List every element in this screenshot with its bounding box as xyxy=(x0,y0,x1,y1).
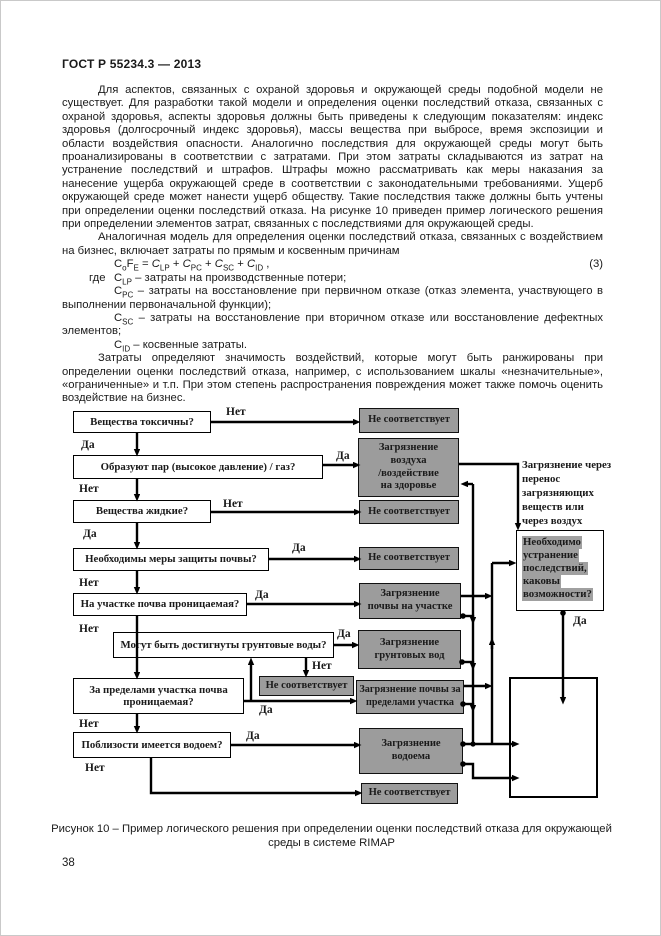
label-yes: Да xyxy=(573,615,587,627)
page-number: 38 xyxy=(62,857,75,869)
decision-remediation-box: Необходимо устранение последствий, каков… xyxy=(516,530,604,611)
label-no: Нет xyxy=(79,483,99,495)
label-yes: Да xyxy=(255,589,269,601)
formula-3: CoFE = CLP + CPC + CSC + CID , (3) xyxy=(114,258,603,273)
result-soil-pollution-offsite: Загрязнение почвы за пределами участка xyxy=(356,680,464,714)
label-no: Нет xyxy=(79,623,99,635)
label-yes: Да xyxy=(336,450,350,462)
body-text: Для аспектов, связанных с охраной здоров… xyxy=(62,84,603,406)
label-yes: Да xyxy=(259,704,273,716)
question-vapor-gas: Образуют пар (высокое давление) / газ? xyxy=(73,455,323,479)
label-no: Нет xyxy=(312,660,332,672)
question-water-body-nearby: Поблизости имеется водоем? xyxy=(73,732,231,758)
result-air-pollution: Загрязнение воздуха /воздействие на здор… xyxy=(358,438,459,497)
label-no: Нет xyxy=(79,577,99,589)
result-not-applicable-2: Не соответствует xyxy=(359,500,459,524)
result-not-applicable-bottom: Не соответствует xyxy=(361,783,458,804)
label-yes: Да xyxy=(292,542,306,554)
definition-csc: CSC – затраты на восстановление при втор… xyxy=(62,311,603,338)
formula-number: (3) xyxy=(589,258,603,271)
result-not-applicable-middle: Не соответствует xyxy=(259,676,354,696)
definition-cid: CID – косвенные затраты. xyxy=(114,338,248,353)
document-header: ГОСТ Р 55234.3 — 2013 xyxy=(62,57,202,71)
label-yes: Да xyxy=(81,439,95,451)
paragraph-2: Аналогичная модель для определения оценк… xyxy=(62,231,603,257)
label-no: Нет xyxy=(79,718,99,730)
result-groundwater-pollution: Загрязнение грунтовых вод xyxy=(358,630,461,669)
label-yes: Да xyxy=(337,628,351,640)
question-groundwater-reachable: Могут быть достигнуты грунтовые воды? xyxy=(113,632,334,658)
summary-empty-box xyxy=(509,677,598,798)
transfer-pollution-label: Загрязнение через перенос загрязняющих в… xyxy=(522,459,612,527)
question-soil-permeable-onsite: На участке почва проницаемая? xyxy=(73,593,247,616)
label-no: Нет xyxy=(226,406,246,418)
definition-cpc: CPC – затраты на восстановление при перв… xyxy=(62,285,603,311)
figure-caption: Рисунок 10 – Пример логического решения … xyxy=(51,823,612,849)
label-no: Нет xyxy=(85,762,105,774)
result-not-applicable-3: Не соответствует xyxy=(359,547,459,570)
label-yes: Да xyxy=(246,730,260,742)
question-substances-toxic: Вещества токсичны? xyxy=(73,411,211,433)
label-yes: Да xyxy=(83,528,97,540)
paragraph-1: Для аспектов, связанных с охраной здоров… xyxy=(62,84,603,231)
where-label: где xyxy=(89,271,106,284)
result-not-applicable-1: Не соответствует xyxy=(359,408,459,433)
result-water-body-pollution: Загрязнение водоема xyxy=(359,728,463,774)
result-soil-pollution-onsite: Загрязнение почвы на участке xyxy=(359,583,461,619)
question-soil-protection: Необходимы меры защиты почвы? xyxy=(73,548,269,571)
question-soil-permeable-offsite: За пределами участка почва проницаемая? xyxy=(73,678,244,714)
paragraph-3: Затраты определяют значимость воздействи… xyxy=(62,352,603,405)
label-no: Нет xyxy=(223,498,243,510)
question-substances-liquid: Вещества жидкие? xyxy=(73,500,211,523)
